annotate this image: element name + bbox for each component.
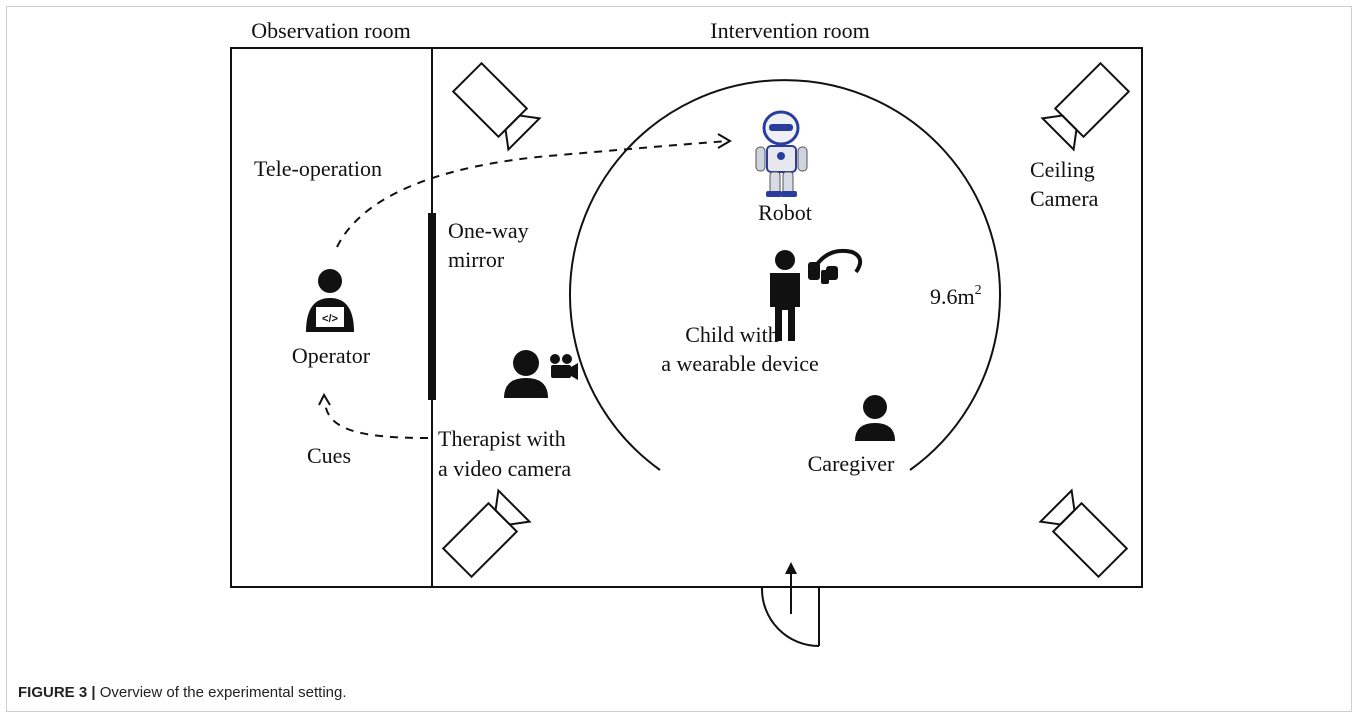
door-icon (760, 587, 820, 647)
cues-label: Cues (307, 443, 351, 468)
figure-number: FIGURE 3 | (18, 684, 96, 701)
cues-arrowhead (318, 392, 331, 406)
code-glyph: </> (322, 313, 338, 325)
child-icon (770, 250, 800, 341)
figure-frame (6, 6, 1352, 712)
interaction-area-circle (569, 79, 1001, 471)
operator-icon: </> (306, 269, 354, 332)
area-label: 9.6m2 (930, 283, 982, 309)
one-way-mirror-label-line1: One-way (448, 218, 529, 243)
ceiling-camera-icon-bottom-left (441, 488, 532, 579)
tele-operation-arrow (336, 140, 729, 248)
ceiling-camera-icon-top-right (1040, 61, 1131, 152)
child-label-line1: Child with (685, 322, 779, 347)
therapist-icon (504, 350, 548, 398)
ceiling-camera-label-line1: Ceiling (1030, 157, 1095, 182)
therapist-label-line2: a video camera (438, 456, 571, 481)
ceiling-camera-icon-top-left (451, 61, 542, 152)
tele-operation-arrowhead (717, 133, 732, 149)
observation-room-title: Observation room (251, 18, 410, 43)
child-label-line2: a wearable device (661, 351, 819, 376)
video-camera-icon (550, 354, 578, 380)
one-way-mirror-label-line2: mirror (448, 247, 505, 272)
therapist-label-line1: Therapist with (438, 426, 566, 451)
entrance-arrowhead (785, 562, 797, 574)
ceiling-camera-label-line2: Camera (1030, 186, 1099, 211)
caregiver-label: Caregiver (808, 451, 895, 476)
room-outline (230, 47, 1143, 588)
figure-caption: FIGURE 3 | Overview of the experimental … (18, 684, 347, 701)
operator-label: Operator (292, 343, 371, 368)
cues-arrow (324, 400, 429, 439)
robot-label: Robot (758, 200, 812, 225)
one-way-mirror (428, 213, 436, 400)
ceiling-camera-icon-bottom-right (1038, 488, 1129, 579)
tele-operation-label: Tele-operation (254, 156, 382, 181)
caption-text: Overview of the experimental setting. (99, 684, 347, 701)
intervention-room-title: Intervention room (710, 18, 869, 43)
caregiver-icon (855, 395, 895, 441)
area-superscript: 2 (975, 283, 982, 298)
wearable-headset-icon (808, 249, 863, 284)
robot-icon (755, 110, 808, 197)
